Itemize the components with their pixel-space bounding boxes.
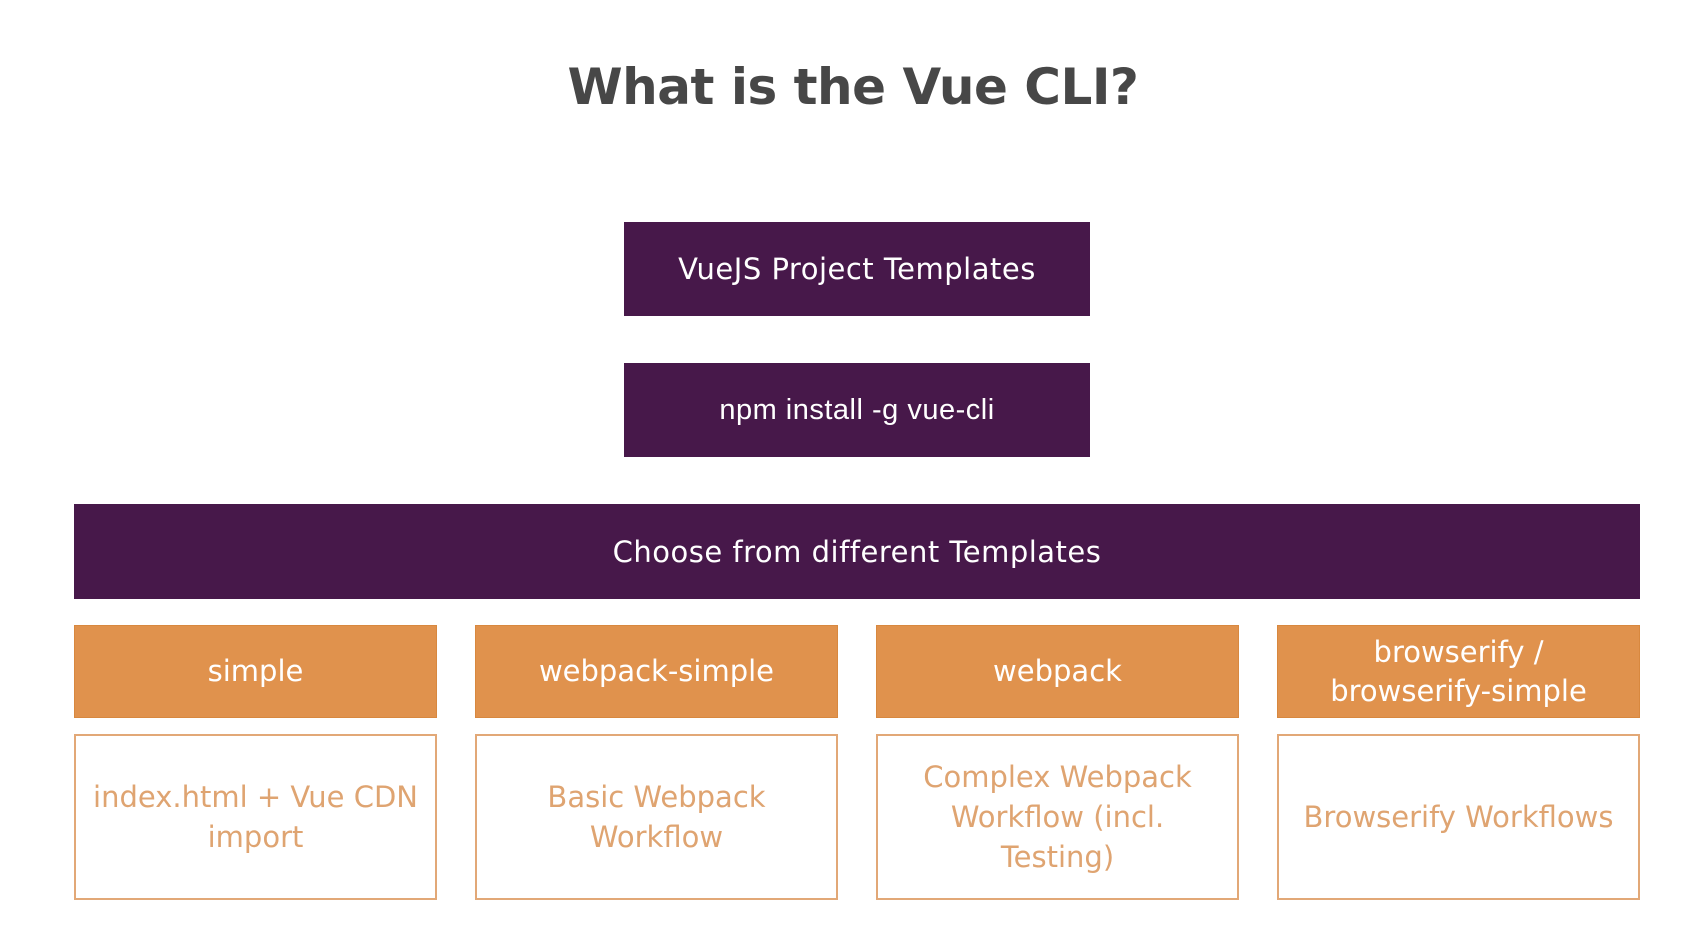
- template-desc-simple: index.html + Vue CDN import: [74, 734, 437, 900]
- template-name: browserify / browserify-simple: [1330, 634, 1587, 708]
- template-desc-browserify: Browserify Workflows: [1277, 734, 1640, 900]
- template-description: Browserify Workflows: [1303, 800, 1614, 834]
- choose-templates-bar: Choose from different Templates: [74, 504, 1640, 599]
- template-description: Basic Webpack Workflow: [547, 780, 766, 854]
- template-description: Complex Webpack Workflow (incl. Testing): [923, 760, 1192, 874]
- template-header-webpack-simple: webpack-simple: [475, 625, 838, 718]
- template-desc-webpack: Complex Webpack Workflow (incl. Testing): [876, 734, 1239, 900]
- slide-title: What is the Vue CLI?: [567, 58, 1139, 116]
- choose-templates-label: Choose from different Templates: [612, 534, 1102, 569]
- install-command-label: npm install -g vue-cli: [719, 393, 995, 426]
- template-name: simple: [207, 654, 304, 688]
- template-name: webpack-simple: [538, 654, 775, 688]
- install-command-box: npm install -g vue-cli: [624, 363, 1090, 457]
- template-header-browserify: browserify / browserify-simple: [1277, 625, 1640, 718]
- project-templates-box: VueJS Project Templates: [624, 222, 1090, 316]
- template-description: index.html + Vue CDN import: [93, 780, 418, 854]
- project-templates-label: VueJS Project Templates: [678, 252, 1036, 286]
- template-header-webpack: webpack: [876, 625, 1239, 718]
- template-name: webpack: [993, 654, 1122, 688]
- template-desc-webpack-simple: Basic Webpack Workflow: [475, 734, 838, 900]
- template-header-simple: simple: [74, 625, 437, 718]
